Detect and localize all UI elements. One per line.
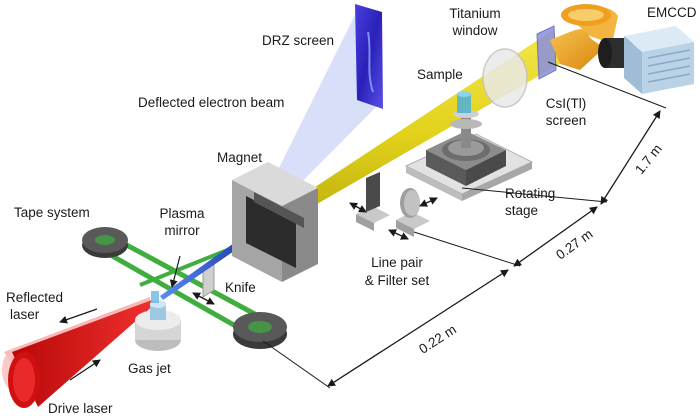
titanium-window-label-2: window	[451, 23, 497, 38]
rotating-stage	[404, 91, 534, 201]
drz-screen	[355, 4, 383, 109]
magnet-label: Magnet	[217, 150, 262, 165]
csi-screen-label-2: screen	[546, 113, 587, 128]
tape-system-label: Tape system	[14, 205, 90, 220]
emccd-label: EMCCD	[647, 5, 697, 20]
line-pair-filter-set	[349, 172, 438, 240]
gas-jet-nozzle	[135, 300, 181, 351]
rotating-stage-label-2: stage	[505, 203, 538, 218]
dimension-lines	[262, 61, 667, 389]
leader-lines	[59, 255, 181, 381]
magnet	[232, 162, 318, 282]
titanium-window	[482, 48, 528, 108]
deflected-beam-label: Deflected electron beam	[138, 95, 284, 110]
electron-beam	[160, 233, 253, 300]
titanium-window-label-1: Titanium	[449, 6, 500, 21]
dimension-label-2: 0.27 m	[553, 226, 595, 262]
rotating-stage-label-1: Rotating	[505, 186, 555, 201]
reflected-laser-label-2: laser	[10, 307, 40, 322]
csi-screen-label-1: CsI(Tl)	[546, 96, 587, 111]
emccd-camera	[598, 26, 694, 94]
csi-screen	[536, 25, 557, 80]
drive-laser-label: Drive laser	[48, 401, 113, 416]
reflected-laser-label-1: Reflected	[6, 290, 63, 305]
line-pair-label-2: & Filter set	[365, 273, 430, 288]
plasma-mirror-label-1: Plasma	[159, 206, 205, 221]
elbow-pipe	[550, 4, 618, 70]
drz-screen-label: DRZ screen	[262, 33, 334, 48]
knife-motion-arrow	[192, 292, 215, 305]
dimension-label-3: 0.22 m	[416, 322, 459, 357]
line-pair-label-1: Line pair	[371, 255, 423, 270]
plasma-mirror	[151, 291, 159, 303]
sample-label: Sample	[417, 67, 463, 82]
drive-laser-cone	[8, 300, 154, 408]
knife-label: Knife	[225, 280, 256, 295]
plasma-mirror-label-2: mirror	[164, 223, 200, 238]
gas-jet-label: Gas jet	[128, 361, 171, 376]
